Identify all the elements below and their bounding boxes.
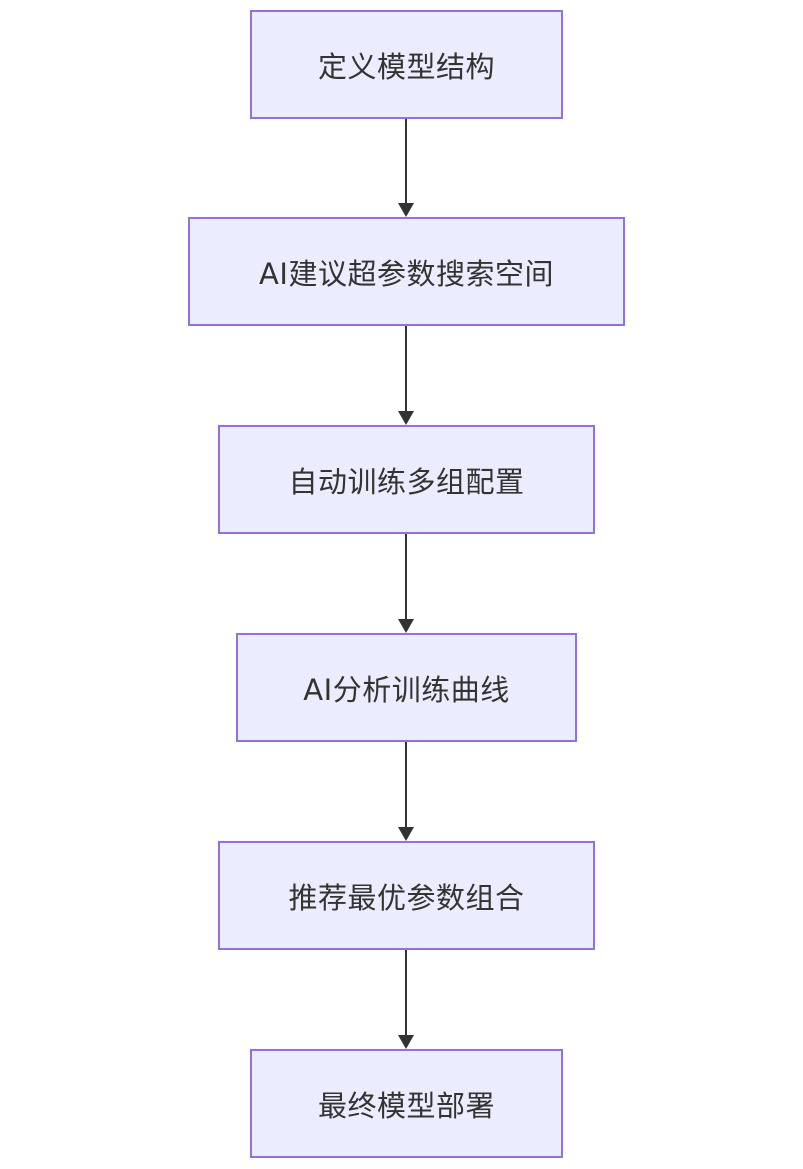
edge-n2-n3 bbox=[398, 326, 414, 425]
node-recommend-best-params: 推荐最优参数组合 bbox=[218, 841, 595, 950]
node-label: 定义模型结构 bbox=[317, 49, 495, 84]
edge-n3-n4 bbox=[398, 534, 414, 633]
node-label: 推荐最优参数组合 bbox=[288, 880, 525, 915]
edge-n4-n5 bbox=[398, 742, 414, 841]
edge-n1-n2 bbox=[398, 119, 414, 217]
node-label: AI建议超参数搜索空间 bbox=[259, 256, 554, 291]
node-label: 最终模型部署 bbox=[317, 1088, 495, 1123]
node-ai-suggest-search-space: AI建议超参数搜索空间 bbox=[188, 217, 625, 326]
node-label: 自动训练多组配置 bbox=[288, 464, 525, 499]
node-auto-train-configs: 自动训练多组配置 bbox=[218, 425, 595, 534]
node-final-deployment: 最终模型部署 bbox=[250, 1049, 563, 1158]
node-define-model-structure: 定义模型结构 bbox=[250, 10, 563, 119]
node-ai-analyze-curves: AI分析训练曲线 bbox=[236, 633, 577, 742]
edge-n5-n6 bbox=[398, 950, 414, 1049]
node-label: AI分析训练曲线 bbox=[303, 672, 510, 707]
